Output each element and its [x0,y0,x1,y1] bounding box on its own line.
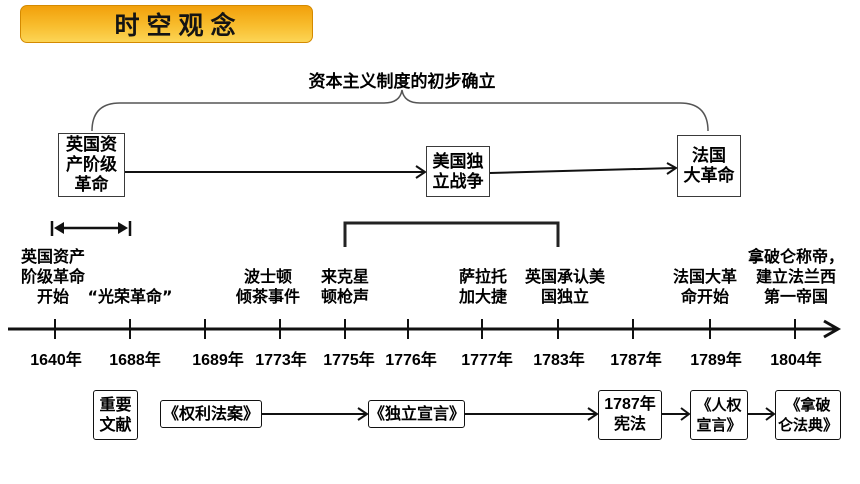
doc-declaration-of-independence: 《独立宣言》 [368,400,465,428]
doc-napoleonic-code: 《拿破 仑法典》 [775,390,841,440]
documents-heading: 重要 文献 [93,390,138,440]
event-english-revolution-start: 英国资产 阶级革命 开始 [20,247,86,306]
revolution-box-american: 美国独 立战争 [426,146,490,197]
arrow-constitution-to-rights-of-man [662,407,691,421]
arrow-american-to-french [489,162,678,175]
year-label-1688: 1688年 [109,352,161,369]
title-badge: 时空观念 [20,5,313,43]
american-revolution-bracket [343,221,560,247]
event-british-recognition: 英国承认美 国独立 [524,267,606,306]
year-label-1776: 1776年 [385,352,437,369]
english-revolution-span-arrow [50,221,132,236]
arrow-rights-of-man-to-code [748,407,776,421]
year-label-1783: 1783年 [533,352,585,369]
year-label-1689: 1689年 [192,352,244,369]
arrow-bill-to-declaration [262,407,369,421]
arrow-declaration-to-constitution [465,407,599,421]
badge-title: 时空观念 [114,11,243,40]
period-label: 资本主义制度的初步确立 [308,72,496,92]
timeline-arrowhead [823,319,842,339]
year-label-1775: 1775年 [323,352,375,369]
doc-declaration-of-rights-of-man: 《人权 宣言》 [690,390,748,440]
year-label-1789: 1789年 [690,352,742,369]
year-label-1804: 1804年 [770,352,822,369]
doc-bill-of-rights: 《权利法案》 [160,400,262,428]
doc-constitution-1787: 1787年 宪法 [598,390,662,440]
event-napoleon-empire: 拿破仑称帝， 建立法兰西 第一帝国 [747,247,845,306]
period-brace [91,89,709,132]
year-label-1787: 1787年 [610,352,662,369]
year-label-1640: 1640年 [30,352,82,369]
event-glorious-revolution: “光荣革命” [87,287,173,306]
event-lexington-shots: 来克星 顿枪声 [320,267,370,306]
timeline-ticks [54,319,796,339]
event-boston-tea-party: 波士顿 倾茶事件 [235,267,301,306]
event-saratoga-victory: 萨拉托 加大捷 [458,267,508,306]
arrow-english-to-american [125,165,427,179]
revolution-box-french: 法国 大革命 [677,135,741,197]
event-french-revolution-start: 法国大革 命开始 [672,267,738,306]
year-label-1773: 1773年 [255,352,307,369]
revolution-box-english: 英国资 产阶级 革命 [58,133,125,197]
year-label-1777: 1777年 [461,352,513,369]
